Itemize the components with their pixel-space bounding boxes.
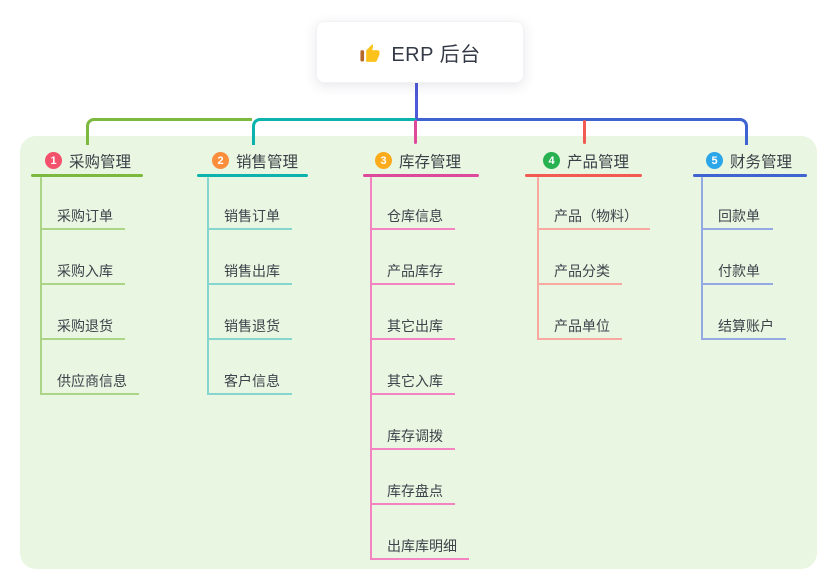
root-title: ERP 后台 — [391, 43, 481, 66]
child-node[interactable]: 采购退货 — [40, 314, 125, 340]
branch-number-badge: 4 — [543, 152, 560, 169]
connector-branch2-line — [252, 118, 416, 145]
branch-finance-management: 5 财务管理 回款单 付款单 结算账户 — [693, 147, 807, 340]
branch-inventory-management: 3 库存管理 仓库信息 产品库存 其它出库 其它入库 库存调拨 库存盘点 出库库… — [363, 147, 479, 560]
branch-underline — [363, 174, 479, 177]
branch-underline — [525, 174, 642, 177]
connector-branch4-line — [583, 120, 586, 144]
branch-stem-line — [207, 177, 209, 395]
child-node[interactable]: 产品（物料） — [537, 204, 650, 230]
branch-product-management: 4 产品管理 产品（物料） 产品分类 产品单位 — [525, 147, 650, 340]
child-node[interactable]: 库存调拨 — [370, 424, 455, 450]
branch-title: 库存管理 — [399, 153, 462, 171]
connector-branch3-line — [414, 120, 417, 144]
child-node[interactable]: 供应商信息 — [40, 369, 139, 395]
child-node[interactable]: 回款单 — [701, 204, 773, 230]
child-node[interactable]: 产品库存 — [370, 259, 455, 285]
child-node[interactable]: 销售订单 — [207, 204, 292, 230]
child-node[interactable]: 产品单位 — [537, 314, 622, 340]
branch-underline — [31, 174, 143, 177]
child-node[interactable]: 其它入库 — [370, 369, 455, 395]
child-node[interactable]: 采购订单 — [40, 204, 125, 230]
child-node[interactable]: 出库库明细 — [370, 534, 469, 560]
branch-purchase-management: 1 采购管理 采购订单 采购入库 采购退货 供应商信息 — [31, 147, 143, 395]
connector-branch5-line — [416, 118, 748, 145]
child-node[interactable]: 仓库信息 — [370, 204, 455, 230]
branch-number-badge: 3 — [375, 152, 392, 169]
root-stem-line — [415, 81, 418, 119]
branch-node[interactable]: 5 财务管理 — [693, 147, 807, 174]
branch-number-badge: 1 — [45, 152, 62, 169]
root-node[interactable]: ERP 后台 — [316, 21, 524, 83]
child-node[interactable]: 产品分类 — [537, 259, 622, 285]
child-node[interactable]: 库存盘点 — [370, 479, 455, 505]
branch-underline — [693, 174, 807, 177]
branch-node[interactable]: 2 销售管理 — [197, 147, 308, 174]
child-node[interactable]: 客户信息 — [207, 369, 292, 395]
branches-panel — [20, 136, 817, 569]
branch-node[interactable]: 1 采购管理 — [31, 147, 143, 174]
branch-title: 产品管理 — [567, 153, 630, 171]
branch-node[interactable]: 3 库存管理 — [363, 147, 479, 174]
branch-title: 财务管理 — [730, 153, 793, 171]
child-node[interactable]: 销售退货 — [207, 314, 292, 340]
branch-title: 销售管理 — [236, 153, 299, 171]
branch-stem-line — [537, 177, 539, 340]
branch-title: 采购管理 — [69, 153, 132, 171]
child-node[interactable]: 销售出库 — [207, 259, 292, 285]
connector-branch1-line — [86, 118, 252, 145]
thumbs-up-icon — [359, 41, 382, 64]
child-node[interactable]: 结算账户 — [701, 314, 786, 340]
branch-stem-line — [40, 177, 42, 395]
branch-underline — [197, 174, 308, 177]
branch-node[interactable]: 4 产品管理 — [525, 147, 642, 174]
branch-number-badge: 5 — [706, 152, 723, 169]
branch-stem-line — [701, 177, 703, 340]
child-node[interactable]: 采购入库 — [40, 259, 125, 285]
child-node[interactable]: 付款单 — [701, 259, 773, 285]
branch-stem-line — [370, 177, 372, 560]
branch-sales-management: 2 销售管理 销售订单 销售出库 销售退货 客户信息 — [197, 147, 308, 395]
child-node[interactable]: 其它出库 — [370, 314, 455, 340]
branch-number-badge: 2 — [212, 152, 229, 169]
